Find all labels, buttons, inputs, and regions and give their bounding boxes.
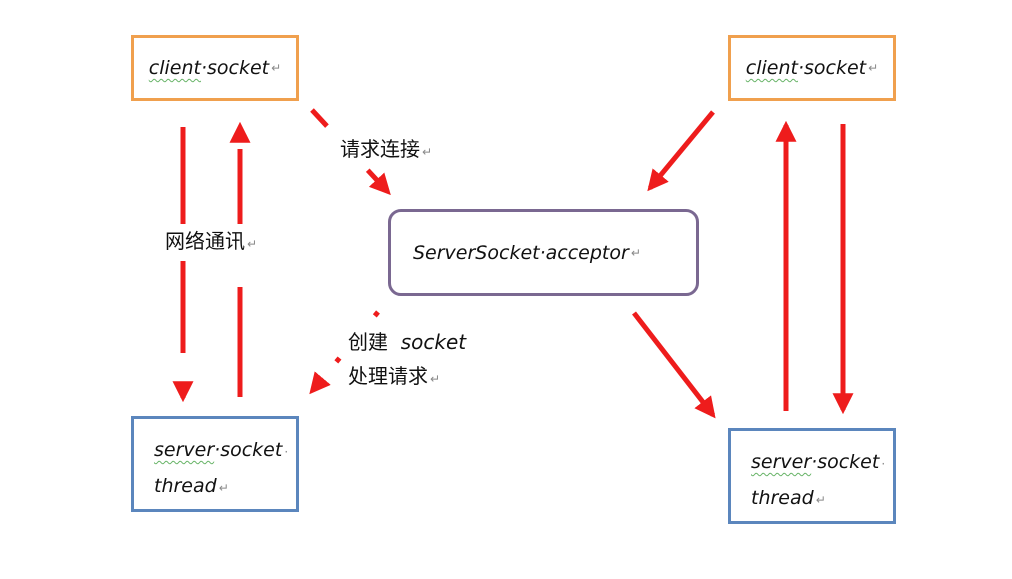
right-client-word1: client [745, 57, 798, 79]
right-server-socket-thread-box: server·socket· thread↵ [728, 428, 896, 524]
paragraph-mark: ↵ [815, 493, 826, 507]
paragraph-mark: ↵ [868, 61, 879, 75]
paragraph-mark: ↵ [271, 61, 282, 75]
paragraph-mark: ↵ [247, 237, 258, 251]
space-dot-end: · [284, 445, 289, 459]
request-connect-text: 请求连接 [340, 137, 420, 161]
paragraph-mark: ↵ [218, 481, 229, 495]
request-connect-arrow [310, 108, 391, 196]
network-comm-label: 网络通讯↵ [165, 224, 258, 261]
network-comm-text: 网络通讯 [165, 229, 245, 253]
request-connect-label: 请求连接↵ [340, 132, 432, 169]
paragraph-mark: ↵ [630, 245, 641, 260]
right-server-word1: server [751, 451, 812, 473]
create-socket-label: 创建 socket [348, 325, 466, 359]
right-server-thread: thread [751, 487, 814, 509]
acceptor-to-right-server-arrow [632, 311, 716, 419]
right-server-line1: server·socket· [751, 445, 893, 481]
acceptor-word1: ServerSocket [413, 241, 540, 264]
right-client-to-acceptor-arrow [647, 110, 715, 192]
space-dot: · [797, 57, 805, 79]
left-server-socket-thread-box: server·socket· thread↵ [131, 416, 299, 512]
space-dot: · [811, 451, 818, 473]
space-dot: · [539, 241, 546, 264]
socket-text: socket [400, 330, 467, 354]
left-server-word1: server [154, 439, 215, 461]
left-client-socket-box: client·socket↵ [131, 35, 299, 101]
acceptor-word2: acceptor [545, 241, 629, 264]
left-server-thread: thread [154, 475, 217, 497]
left-client-word2: socket [207, 57, 270, 79]
right-client-socket-box: client·socket↵ [728, 35, 896, 101]
handle-request-label: 处理请求↵ [348, 359, 440, 396]
server-socket-acceptor-box: ServerSocket·acceptor↵ [388, 209, 699, 296]
handle-request-text: 处理请求 [348, 364, 428, 388]
left-server-line2: thread↵ [154, 469, 296, 505]
space-dot: · [200, 57, 208, 79]
paragraph-mark: ↵ [422, 145, 433, 159]
space-dot: · [214, 439, 221, 461]
left-server-word2: socket [220, 439, 283, 461]
create-text: 创建 [348, 330, 388, 354]
paragraph-mark: ↵ [430, 372, 441, 386]
right-client-word2: socket [804, 57, 867, 79]
left-client-word1: client [148, 57, 201, 79]
left-server-line1: server·socket· [154, 433, 296, 469]
right-server-line2: thread↵ [751, 481, 893, 517]
right-server-word2: socket [817, 451, 880, 473]
space-dot-end: · [881, 457, 886, 471]
